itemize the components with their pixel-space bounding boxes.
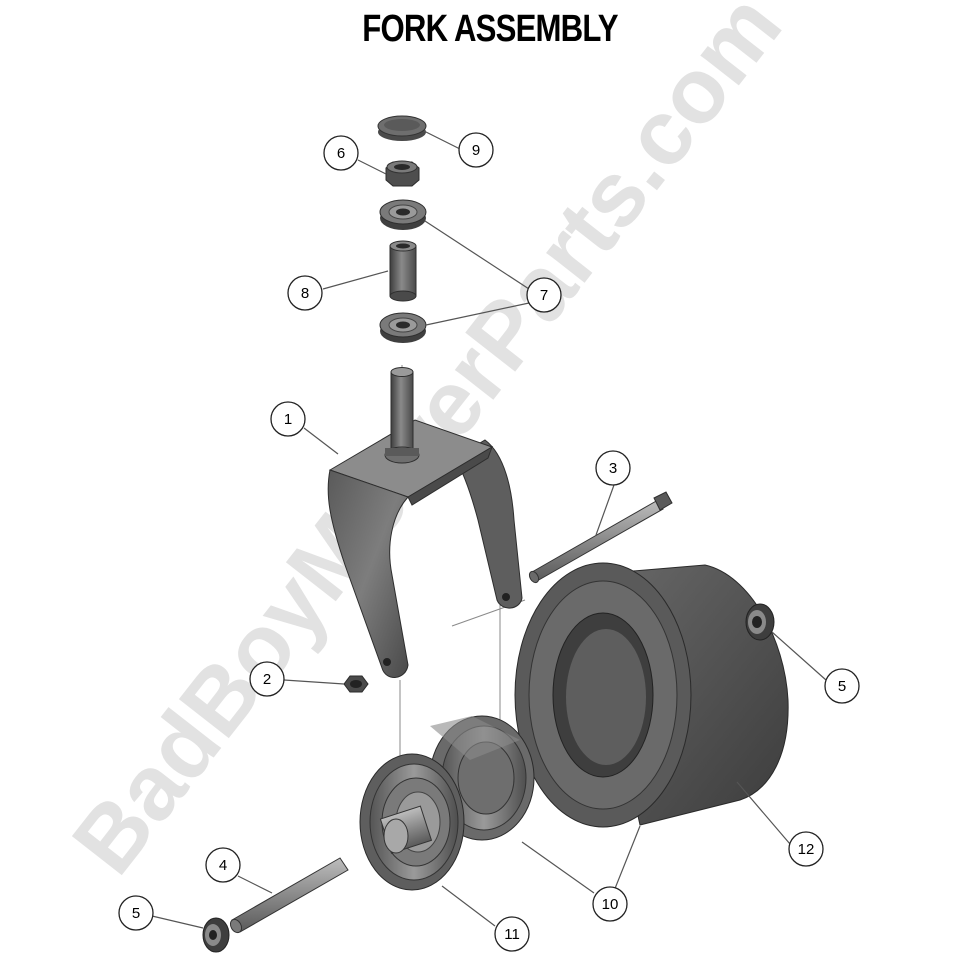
part-7-bearing-upper [379, 199, 427, 230]
callout-12-label: 12 [798, 841, 815, 858]
callout-1: 1 [270, 401, 306, 437]
callout-11-label: 11 [504, 926, 520, 943]
part-4-axle-pin [229, 857, 349, 934]
callout-11: 11 [494, 916, 530, 952]
callout-9: 9 [458, 132, 494, 168]
callout-2-label: 2 [263, 671, 271, 688]
part-8-spacer-tube [389, 240, 417, 302]
part-11-rim-half-with-hub [359, 753, 465, 891]
part-5-bushing-left [202, 917, 230, 953]
callout-7: 7 [526, 277, 562, 313]
callout-4-label: 4 [219, 857, 227, 874]
callout-9-label: 9 [472, 142, 480, 159]
part-12-tire [514, 562, 789, 828]
callout-12: 12 [788, 831, 824, 867]
callout-10-label: 10 [602, 896, 619, 913]
callout-4: 4 [205, 847, 241, 883]
callout-5-left-label: 5 [132, 905, 140, 922]
callout-10: 10 [592, 886, 628, 922]
callout-7-label: 7 [540, 287, 548, 304]
callout-3-label: 3 [609, 460, 617, 477]
part-1-fork [327, 367, 523, 678]
callout-5-left: 5 [118, 895, 154, 931]
part-5-bushing-right [745, 603, 775, 641]
part-6-lock-nut [385, 160, 420, 187]
callout-5-right: 5 [824, 668, 860, 704]
callout-2: 2 [249, 661, 285, 697]
callout-8: 8 [287, 275, 323, 311]
callout-5-right-label: 5 [838, 678, 846, 695]
part-3-axle-bolt [528, 491, 673, 584]
callout-6: 6 [323, 135, 359, 171]
part-7-bearing-lower [379, 312, 427, 343]
callout-8-label: 8 [301, 285, 309, 302]
diagram-title: FORK ASSEMBLY [362, 8, 618, 50]
leader-lines [151, 130, 827, 929]
callout-6-label: 6 [337, 145, 345, 162]
part-9-dust-cap [377, 115, 427, 141]
callout-3: 3 [595, 450, 631, 486]
callout-1-label: 1 [284, 411, 292, 428]
part-2-nut [343, 675, 369, 693]
